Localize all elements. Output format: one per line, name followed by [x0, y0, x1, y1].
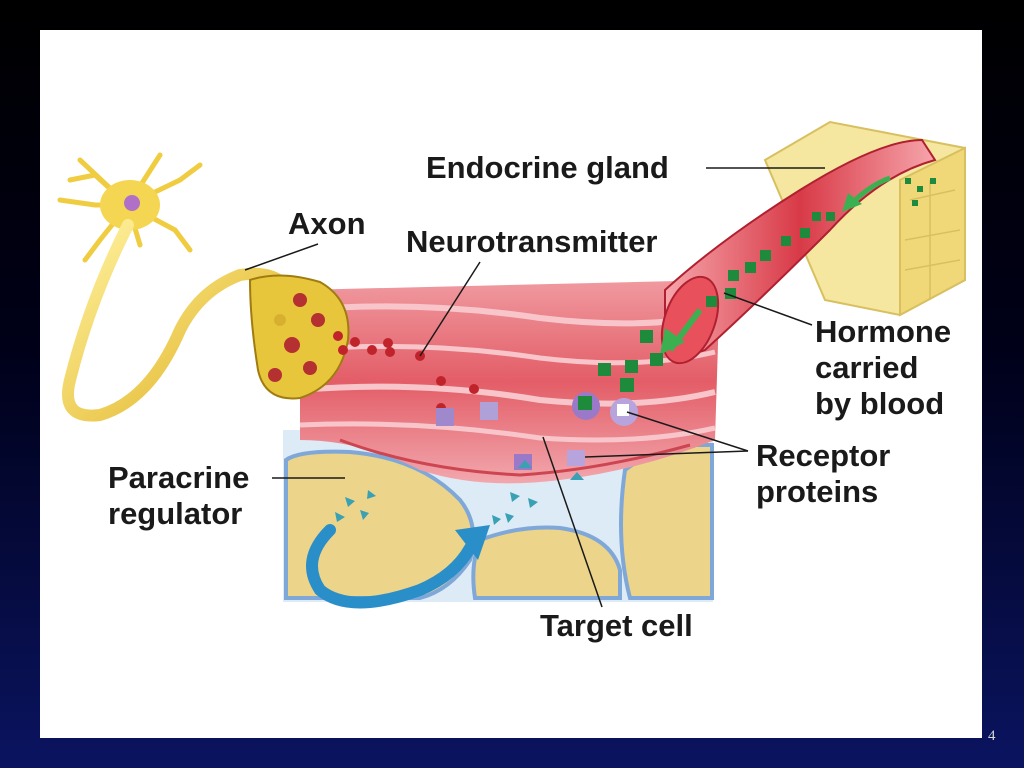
- page-number: 4: [988, 728, 996, 744]
- label-hormone-line2: carried: [815, 350, 919, 385]
- slide: Endocrine gland Axon Neurotransmitter Ho…: [40, 30, 982, 738]
- label-receptor-line2: proteins: [756, 474, 879, 509]
- label-axon: Axon: [288, 206, 366, 241]
- receptor-proteins: [436, 392, 638, 470]
- paracrine-arrow: [306, 524, 476, 609]
- paracrine-arrowhead: [455, 525, 490, 560]
- paracrine-molecules: [335, 460, 584, 525]
- label-endocrine-gland: Endocrine gland: [426, 150, 669, 185]
- neurotransmitter-molecules: [333, 331, 479, 413]
- label-hormone-line3: by blood: [815, 386, 945, 421]
- label-paracrine-line1: Paracrine: [108, 460, 250, 495]
- blood-vessel: [660, 138, 937, 365]
- label-target-cell: Target cell: [540, 608, 693, 643]
- signaling-diagram: [57, 120, 966, 609]
- label-hormone-line1: Hormone: [815, 314, 952, 349]
- label-paracrine-line2: regulator: [108, 496, 243, 531]
- endocrine-gland: [763, 120, 966, 317]
- label-neurotransmitter: Neurotransmitter: [406, 224, 658, 259]
- hormone-molecules: [598, 330, 663, 392]
- leader-lines: [244, 167, 825, 608]
- neuron: [57, 152, 350, 422]
- label-receptor-line1: Receptor: [756, 438, 891, 473]
